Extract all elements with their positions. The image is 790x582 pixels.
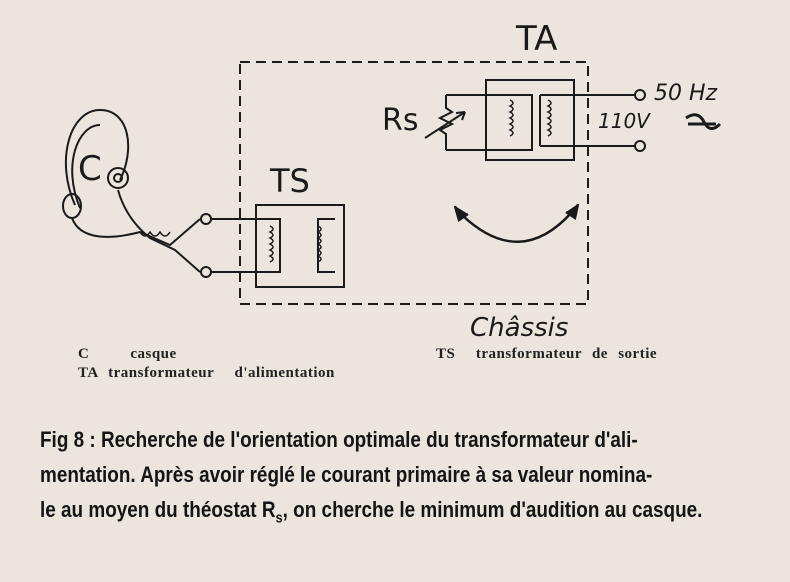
caption-line-3a: le au moyen du théostat R [40, 497, 276, 522]
caption-line-2: mentation. Après avoir réglé le courant … [40, 462, 653, 487]
legend-c: C casque [78, 346, 177, 362]
ts-transformer [200, 204, 345, 288]
legend-ts: TS transformateur de sortie [436, 346, 658, 362]
chassis-outline [239, 61, 589, 305]
label-ta: TA [515, 19, 557, 59]
label-c: C [78, 149, 102, 189]
label-voltage: 110V [598, 109, 651, 133]
rotation-arrow-icon [453, 203, 580, 243]
caption-line-1: Fig 8 : Recherche de l'orientation optim… [40, 427, 638, 452]
caption-subscript: s [275, 509, 283, 527]
ta-transformer [446, 79, 646, 161]
label-chassis: Châssis [470, 313, 568, 343]
caption-line-3: le au moyen du théostat Rs, on cherche l… [40, 492, 780, 535]
caption-line-3b: , on cherche le minimum d'audition au ca… [282, 497, 703, 522]
ac-symbol-icon [685, 113, 722, 130]
circuit-diagram: TA TS Rs C 50 Hz 110V Châssis [62, 19, 722, 343]
figure-caption: Fig 8 : Recherche de l'orientation optim… [40, 422, 780, 535]
label-rs: Rs [382, 103, 418, 138]
label-frequency: 50 Hz [654, 81, 718, 106]
label-ts: TS [269, 162, 310, 200]
legend-ta: TA transformateur d'alimentation [78, 365, 335, 381]
rheostat-rs [424, 95, 466, 150]
headphone-icon [62, 108, 201, 273]
